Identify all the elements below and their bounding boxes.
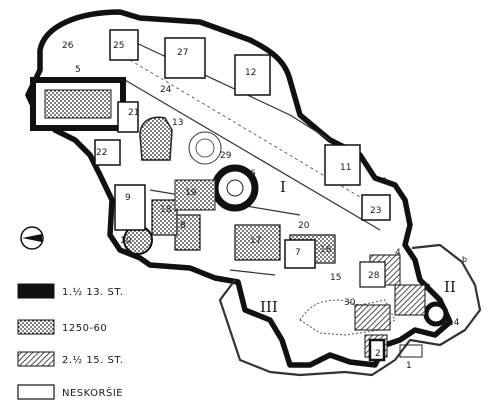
room-label-30: 30 xyxy=(344,298,356,308)
room-label-11: 11 xyxy=(340,163,351,173)
compass-icon xyxy=(20,226,44,250)
courtyard-label-III: III xyxy=(260,298,278,316)
legend-swatch-black xyxy=(17,283,55,299)
room-label-24: 24 xyxy=(160,85,172,95)
room-27 xyxy=(164,37,206,79)
legend-swatch-white xyxy=(17,384,55,400)
room-label-16: 16 xyxy=(320,245,332,255)
dotted-room-8 xyxy=(174,214,201,251)
legend-swatch-dotted xyxy=(17,319,55,335)
room-label-17: 17 xyxy=(250,236,261,246)
room-label-7: 7 xyxy=(295,248,301,258)
cistern-29-inner xyxy=(195,138,215,158)
room-25 xyxy=(109,29,139,61)
room-label-2: 2 xyxy=(375,349,381,359)
outer-bailey-wall xyxy=(218,243,482,377)
gate-2 xyxy=(368,338,386,362)
round-tower-6 xyxy=(211,164,259,212)
dotted-room-7 xyxy=(284,239,316,269)
room-label-18: 18 xyxy=(160,205,172,215)
room-labels: 1 2 3 4 5 6 7 8 9 10 11 12 13 14 15 16 1… xyxy=(62,41,467,371)
hatched-block-1 xyxy=(394,284,426,316)
room-label-20: 20 xyxy=(298,221,310,231)
tower-5-interior xyxy=(44,89,112,119)
legend: 1.½ 13. ST. 1250-60 2.½ 15. ST. NESKORŠI… xyxy=(17,283,123,400)
courtyard-label-I: I xyxy=(280,178,286,196)
room-label-8: 8 xyxy=(180,221,186,231)
dotted-room-19 xyxy=(174,179,216,211)
legend-label-4: NESKORŠIE xyxy=(62,386,123,399)
room-22 xyxy=(94,139,121,166)
room-label-6: 6 xyxy=(250,169,256,179)
tower-13 xyxy=(139,116,173,161)
round-tower-6-core xyxy=(226,179,244,197)
cistern-29 xyxy=(188,131,222,165)
dotted-room-18 xyxy=(151,199,178,236)
dotted-room-17 xyxy=(234,224,281,261)
tower-14 xyxy=(423,301,449,327)
room-label-19: 19 xyxy=(185,188,197,198)
room-23 xyxy=(361,194,391,221)
letter-a: a xyxy=(382,175,387,184)
legend-label-3: 2.½ 15. ST. xyxy=(62,354,123,366)
room-label-27: 27 xyxy=(177,48,188,58)
room-11 xyxy=(324,144,361,186)
room-21 xyxy=(117,101,139,133)
room-label-22: 22 xyxy=(96,148,107,158)
room-28 xyxy=(359,261,386,288)
room-label-25: 25 xyxy=(113,41,124,51)
legend-label-2: 1250-60 xyxy=(62,323,107,334)
room-label-29: 29 xyxy=(220,151,232,161)
room-label-26: 26 xyxy=(62,41,74,51)
hatched-block-2 xyxy=(354,304,391,331)
room-12 xyxy=(234,54,271,96)
room-label-12: 12 xyxy=(245,68,256,78)
room-label-13: 13 xyxy=(172,118,183,128)
legend-label-1: 1.½ 13. ST. xyxy=(62,286,123,298)
room-label-5: 5 xyxy=(75,65,81,75)
room-label-28: 28 xyxy=(368,271,380,281)
room-label-4: 4 xyxy=(395,248,401,258)
room-label-3: 3 xyxy=(425,283,431,293)
room-label-9: 9 xyxy=(125,193,131,203)
inner-wall-line xyxy=(124,39,381,276)
room-label-10: 10 xyxy=(120,236,132,246)
room-label-14: 14 xyxy=(448,318,460,328)
dotted-room-9 xyxy=(114,184,146,231)
letter-b: b xyxy=(462,255,467,264)
room-label-23: 23 xyxy=(370,206,381,216)
courtyard-label-II: II xyxy=(444,278,456,296)
room-label-15: 15 xyxy=(330,273,341,283)
room-label-21: 21 xyxy=(128,108,139,118)
legend-swatch-hatched xyxy=(17,351,55,367)
outer-curtain-wall xyxy=(25,9,453,368)
room-label-1: 1 xyxy=(406,361,412,371)
gate-1 xyxy=(399,344,423,358)
